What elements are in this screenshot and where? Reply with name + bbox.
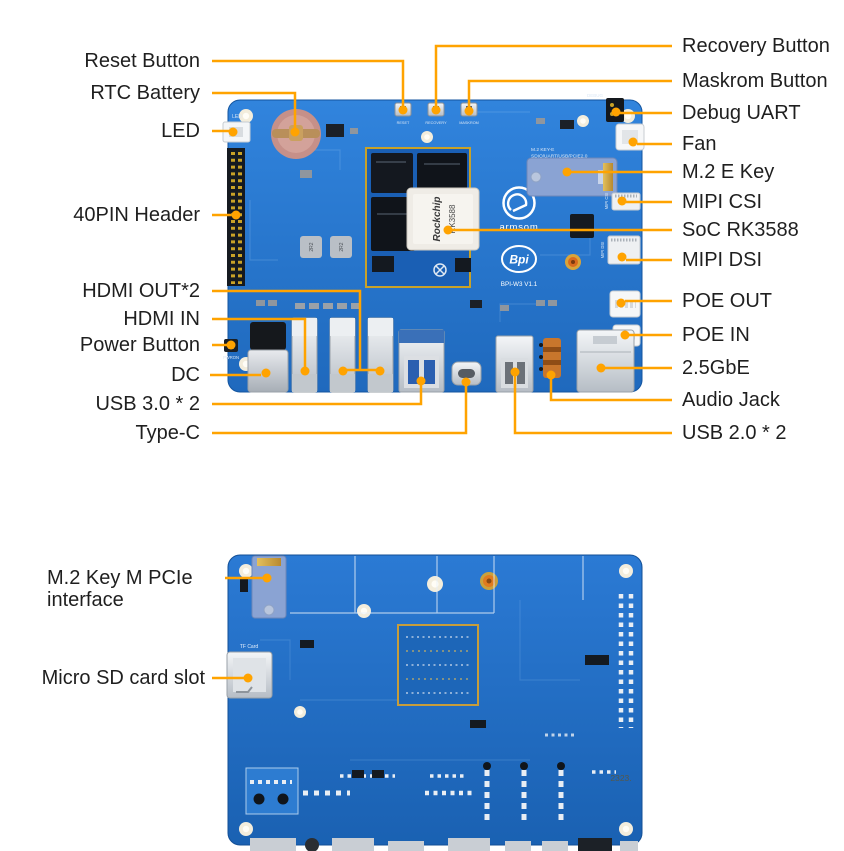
system-on-module: Rockchip RK3588 <box>365 147 480 288</box>
back-board: TF Card <box>226 554 643 851</box>
svg-text:PWRON: PWRON <box>223 355 239 360</box>
fan-connector <box>615 123 645 151</box>
leader-hdmi-in <box>212 317 307 368</box>
hdmi-out-port-1 <box>329 317 356 393</box>
svg-text:RESET: RESET <box>397 121 410 125</box>
antenna-silkscreen-lines <box>290 556 584 614</box>
mipi-dsi-connector: MIPI DSI <box>600 235 641 265</box>
usb3-dual-port <box>398 329 445 393</box>
svg-text:2R2: 2R2 <box>339 242 345 251</box>
label-hdmi-in: HDMI IN <box>123 308 200 330</box>
label-40pin-header: 40PIN Header <box>73 204 200 226</box>
ethernet-rj45-port <box>576 329 635 393</box>
pcb-traces <box>249 111 591 322</box>
board-revision-text: BPI-W3 V1.1 <box>501 281 538 288</box>
label-poe-out: POE OUT <box>682 290 773 312</box>
label-typec: Type-C <box>135 422 200 444</box>
label-dc: DC <box>171 364 200 386</box>
date-code-text: 2323. <box>610 773 631 783</box>
label-maskrom-button: Maskrom Button <box>682 70 828 92</box>
m2-note-line1: M.2 KEY-E <box>531 147 554 153</box>
label-m2-key-m-pcie: M.2 Key M PCIe interface <box>47 567 193 611</box>
label-soc-rk3588: SoC RK3588 <box>682 219 799 241</box>
leader-recovery <box>434 44 672 106</box>
label-poe-in: POE IN <box>682 324 750 346</box>
m2-m-key-slot <box>240 555 287 619</box>
label-usb3: USB 3.0 * 2 <box>95 393 200 415</box>
soc-model-text: RK3588 <box>448 204 457 233</box>
front-board: LED RESET RECOVERY MASKROM DEBU <box>222 93 645 393</box>
label-hdmi-out: HDMI OUT*2 <box>82 280 200 302</box>
label-recovery-button: Recovery Button <box>682 35 830 57</box>
som-pad-footprint <box>397 624 479 706</box>
svg-text:DEBUG: DEBUG <box>587 93 604 98</box>
leader-hdmi-out <box>212 289 380 372</box>
bpi-logo: Bpi <box>501 245 537 273</box>
gold-hole-back <box>480 572 498 590</box>
dc-jack <box>247 322 289 393</box>
leader-usb2 <box>513 376 672 435</box>
back-mounting-holes <box>239 564 633 836</box>
svg-text:MIPI DSI: MIPI DSI <box>600 242 605 259</box>
leader-dots <box>226 105 638 683</box>
type-c-port <box>451 361 482 386</box>
armsom-text: armsom <box>499 222 538 233</box>
gold-hole <box>565 254 581 270</box>
svg-text:2R2: 2R2 <box>309 242 315 251</box>
leader-audio <box>549 379 672 402</box>
label-micro-sd-slot: Micro SD card slot <box>41 667 205 689</box>
svg-text:TF Card: TF Card <box>240 644 259 650</box>
leader-typec <box>212 386 468 435</box>
soc-chip: Rockchip RK3588 <box>406 187 480 251</box>
ram-chip-2 <box>371 197 415 251</box>
label-m2-e-key: M.2 E Key <box>682 161 775 183</box>
led-silkscreen: LED <box>232 114 242 120</box>
label-usb2: USB 2.0 * 2 <box>682 422 787 444</box>
m2-note-line2: SDIO/UART/USB/PCIE2.0 <box>531 154 588 160</box>
leader-maskrom <box>467 79 672 107</box>
hdmi-out-port-2 <box>367 317 394 393</box>
svg-text:RECOVERY: RECOVERY <box>425 121 447 125</box>
label-mipi-dsi: MIPI DSI <box>682 249 763 271</box>
label-rtc-battery: RTC Battery <box>90 82 200 104</box>
svg-text:MIPI CSI: MIPI CSI <box>604 193 609 210</box>
leader-usb3 <box>212 385 423 406</box>
bottom-edge-connector-stubs <box>250 838 638 851</box>
power-inductors: 2R2 2R2 <box>300 236 352 258</box>
header-backside-pads <box>618 594 634 728</box>
flash-chip <box>371 153 413 193</box>
label-reset-button: Reset Button <box>84 50 200 72</box>
label-power-button: Power Button <box>79 334 200 356</box>
svg-text:MASKROM: MASKROM <box>459 121 479 125</box>
leader-reset <box>212 59 405 106</box>
soc-brand-text: Rockchip <box>432 196 443 241</box>
m2-e-key-slot: M.2 KEY-E SDIO/UART/USB/PCIE2.0 <box>526 147 618 197</box>
label-2-5gbe: 2.5GbE <box>682 357 750 379</box>
armsom-logo <box>502 186 536 220</box>
label-fan: Fan <box>682 133 717 155</box>
label-mipi-csi: MIPI CSI <box>682 191 763 213</box>
label-debug-uart: Debug UART <box>682 102 801 124</box>
micro-sd-slot: TF Card <box>226 644 273 699</box>
back-pad-clusters <box>245 640 616 822</box>
leader-rtc <box>212 91 297 128</box>
label-led: LED <box>161 120 200 142</box>
label-audio-jack: Audio Jack <box>682 389 780 411</box>
front-smd-components <box>256 118 594 311</box>
audio-jack-component <box>539 338 561 378</box>
leader-lines <box>210 44 672 680</box>
svg-text:Bpi: Bpi <box>509 253 529 267</box>
